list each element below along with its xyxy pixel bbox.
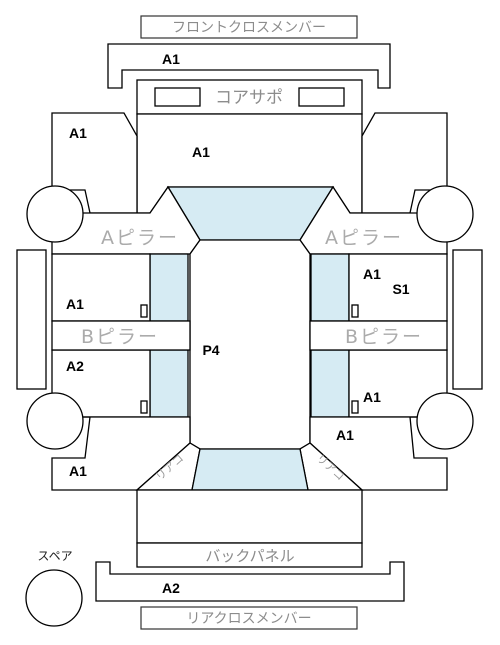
left-front-fender-grade: A1 [69,125,87,141]
rear-cross-member-label: リアクロスメンバー [186,611,311,627]
spare-tire[interactable] [25,569,83,627]
left-front-wheel[interactable] [26,185,84,243]
left-rear-wheel[interactable] [26,392,84,450]
roof-grade: P4 [202,342,219,358]
left-front-door[interactable] [51,253,151,322]
left-b-pillar[interactable] [51,320,191,351]
rear-cross-member-bar[interactable] [95,561,405,602]
left-b-pillar-label: Bピラー [81,326,159,348]
right-rear-door-handle [351,400,359,414]
trunk-lid[interactable] [136,489,363,544]
left-rear-quarter-grade: A1 [69,463,87,479]
right-front-door[interactable] [348,253,448,322]
right-headlight[interactable] [298,87,345,107]
right-rear-quarter[interactable] [309,416,448,491]
left-rear-door-grade: A2 [66,358,84,374]
right-b-pillar[interactable] [309,320,448,351]
right-front-door-extra-grade: S1 [392,281,409,297]
front-cross-member-label-box [140,15,358,39]
left-front-door-grade: A1 [66,296,84,312]
right-rear-wheel[interactable] [416,392,474,450]
right-front-door-grade: A1 [363,266,381,282]
rear-cross-member-label-box [140,606,358,630]
left-front-window[interactable] [149,253,189,322]
core-support-label: コアサポ [215,88,283,108]
right-side-sill[interactable] [452,249,483,390]
right-front-window[interactable] [310,253,350,322]
left-rear-window[interactable] [149,349,189,418]
front-cross-member-grade: A1 [162,51,180,67]
left-headlight[interactable] [154,87,201,107]
back-panel[interactable] [136,542,363,568]
right-rear-door-grade: A1 [363,389,381,405]
hood-grade: A1 [192,144,210,160]
front-cross-member-label: フロントクロスメンバー [172,20,326,36]
right-front-door-handle [351,304,359,318]
right-a-pillar-label: Aピラー [325,227,403,249]
left-front-door-handle [140,304,148,318]
back-panel-label: バックパネル [205,547,294,565]
rear-window[interactable] [191,448,309,491]
right-front-wheel[interactable] [416,185,474,243]
right-rear-window[interactable] [310,349,350,418]
right-rear-quarter-grade: A1 [336,427,354,443]
right-b-pillar-label: Bピラー [345,326,423,348]
rear-cross-member-grade: A2 [162,580,180,596]
left-rear-door-handle [140,400,148,414]
left-rear-quarter[interactable] [51,416,191,491]
front-cross-member-bar[interactable] [107,43,391,89]
spare-tire-label: スペア [37,549,72,563]
left-side-sill[interactable] [16,249,47,390]
left-a-pillar-label: Aピラー [101,227,179,249]
